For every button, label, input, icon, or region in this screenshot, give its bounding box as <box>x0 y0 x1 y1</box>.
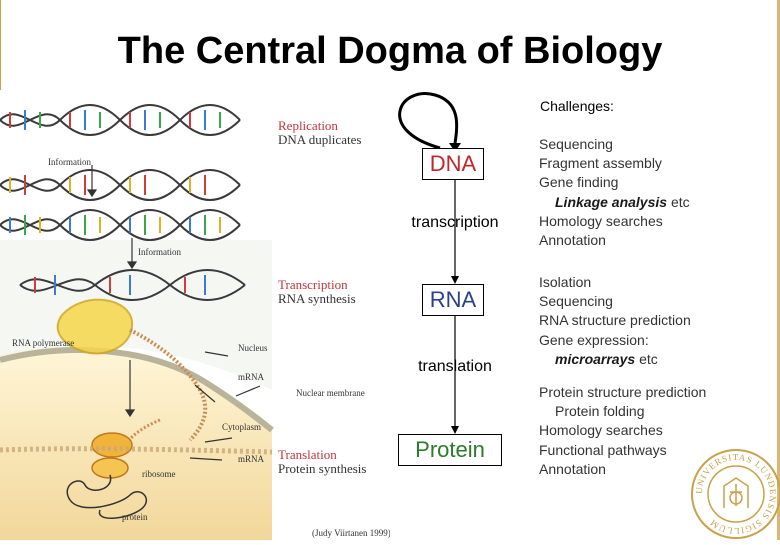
slide-title: The Central Dogma of Biology <box>117 30 663 72</box>
flow-arrows-svg <box>398 92 461 434</box>
challenge-item: Protein structure prediction <box>539 384 707 400</box>
caption-rna-synthesis: RNA synthesis <box>278 291 356 306</box>
label-credit: (Judy Viirtanen 1999) <box>312 528 390 538</box>
linkage-analysis-text: Linkage analysis <box>555 193 668 210</box>
protein-box: Protein <box>398 434 502 466</box>
challenge-item-microarrays: microarrays etc <box>539 350 691 369</box>
challenge-item: RNA structure prediction <box>539 312 691 329</box>
caption-transcription: Transcription <box>278 277 348 292</box>
challenges-heading: Challenges: <box>540 98 614 114</box>
replication-loop-arrowhead <box>449 143 461 152</box>
central-dogma-illustration: Information Information RNA polymerase N… <box>0 90 391 540</box>
protein-challenges: Protein structure prediction Protein fol… <box>539 383 706 479</box>
label-protein: protein <box>122 512 148 522</box>
label-information-1: Information <box>48 157 91 167</box>
challenge-item: Gene expression: <box>539 331 649 348</box>
challenge-item: Gene finding <box>539 174 619 191</box>
translation-label: translation <box>418 358 492 375</box>
caption-protein-synthesis: Protein synthesis <box>278 461 366 476</box>
challenge-item: Isolation <box>539 274 592 290</box>
label-mrna-2: mRNA <box>238 454 265 464</box>
protein-chain <box>66 474 147 519</box>
seal-svg: UNIVERSITAS LUNDENSIS SIGILLUM <box>691 449 780 539</box>
cytoplasm-area <box>0 347 272 540</box>
replication-loop-arrow <box>398 92 459 150</box>
caption-translation: Translation <box>278 447 337 462</box>
challenge-item: Annotation <box>539 232 606 249</box>
illustration-arrows <box>86 165 261 461</box>
mrna-cytoplasm <box>118 418 161 456</box>
dna-challenges: Sequencing Fragment assembly Gene findin… <box>539 135 690 250</box>
label-cytoplasm: Cytoplasm <box>222 422 261 432</box>
rna-polymerase-shape <box>56 298 134 355</box>
caption-dna-duplicates: DNA duplicates <box>278 132 361 147</box>
label-rna-polymerase: RNA polymerase <box>12 338 74 348</box>
dna-box: DNA <box>422 148 484 180</box>
central-dogma-flow: DNA transcription RNA translation Protei… <box>380 90 530 540</box>
label-nucleus: Nucleus <box>238 343 268 353</box>
etc-text: etc <box>670 193 690 210</box>
challenge-item: Fragment assembly <box>539 155 662 172</box>
label-nuclear-membrane: Nuclear membrane <box>296 388 365 398</box>
challenge-item: Sequencing <box>539 136 613 152</box>
challenge-item: Functional pathways <box>539 441 667 458</box>
transcription-label: transcription <box>411 214 499 231</box>
rna-to-protein-arrowhead <box>451 426 459 434</box>
university-seal-logo: UNIVERSITAS LUNDENSIS SIGILLUM <box>690 448 780 540</box>
challenge-item: Sequencing <box>539 293 613 310</box>
challenge-item: Homology searches <box>539 422 663 439</box>
slide-frame-right <box>777 0 780 540</box>
caption-replication: Replication <box>278 118 338 133</box>
rna-challenges: Isolation Sequencing RNA structure predi… <box>539 273 691 369</box>
label-information-2: Information <box>138 247 181 257</box>
cytoskeleton-line <box>0 446 273 455</box>
microarrays-text: microarrays <box>555 350 636 367</box>
dna-to-rna-arrowhead <box>451 276 459 284</box>
challenge-item: Annotation <box>539 460 606 477</box>
label-mrna-1: mRNA <box>238 372 265 382</box>
etc-text: etc <box>639 350 658 367</box>
illustration-svg: Information Information RNA polymerase N… <box>0 90 391 540</box>
label-ribosome: ribosome <box>142 469 176 479</box>
challenge-item-linkage: Linkage analysis etc <box>539 193 690 212</box>
challenge-item: Protein folding <box>555 403 645 420</box>
rna-box: RNA <box>422 284 484 316</box>
dna-base-pairs <box>9 110 221 295</box>
challenge-item: Homology searches <box>539 212 663 229</box>
